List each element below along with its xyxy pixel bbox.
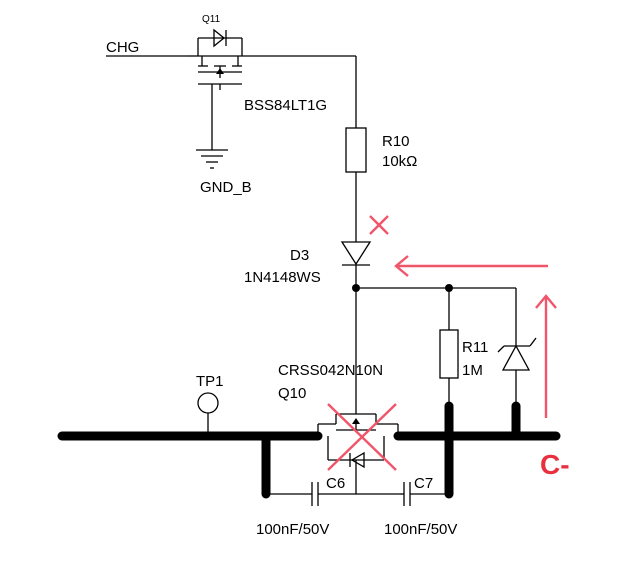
q10-part-label: CRSS042N10N (278, 362, 383, 379)
q10-label: Q10 (278, 385, 306, 402)
tp1-label: TP1 (196, 373, 224, 390)
d3-label: D3 (290, 247, 309, 264)
zener-diode (497, 288, 537, 406)
tp1-testpoint (197, 392, 219, 414)
chg-label: CHG (106, 39, 139, 56)
c6-label: C6 (326, 475, 345, 492)
q11-mosfet (106, 28, 357, 150)
d3-part-label: 1N4148WS (244, 269, 321, 286)
gnd-label: GND_B (200, 179, 252, 196)
c7-capacitor (400, 482, 449, 506)
c7-label: C7 (414, 475, 433, 492)
q11-label: Q11 (202, 14, 221, 25)
q11-body-diode (213, 28, 226, 48)
c6-value: 100nF/50V (256, 521, 329, 538)
d3-diode (340, 241, 372, 266)
r10-value: 10kΩ (382, 153, 417, 170)
r11-resistor (439, 329, 459, 379)
c6-capacitor (266, 482, 400, 506)
red-annotations (327, 215, 557, 471)
r11-label: R11 (462, 339, 488, 356)
c7-value: 100nF/50V (384, 521, 457, 538)
r11-value: 1M (462, 362, 483, 379)
r10-label: R10 (382, 133, 410, 150)
bss-label: BSS84LT1G (244, 97, 327, 114)
c-minus-label: C- (540, 449, 570, 480)
power-bus (57, 401, 561, 499)
ground-symbol (196, 149, 228, 169)
r10-resistor (345, 127, 367, 173)
